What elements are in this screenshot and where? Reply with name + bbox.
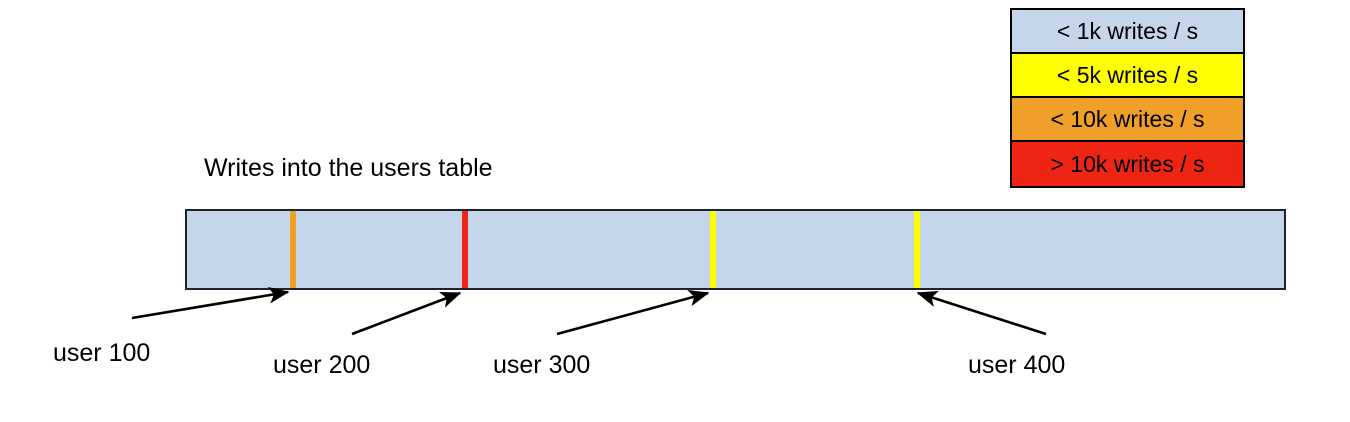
legend-row-lt-5k: < 5k writes / s xyxy=(1012,54,1243,98)
legend-label-gt-10k: > 10k writes / s xyxy=(1050,150,1205,177)
user-200-stripe xyxy=(462,211,468,288)
user-300-stripe xyxy=(710,211,716,288)
legend-label-lt-1k: < 1k writes / s xyxy=(1056,17,1199,44)
legend-label-lt-10k: < 10k writes / s xyxy=(1050,105,1205,132)
annotation-label-user-100: user 100 xyxy=(53,339,151,367)
legend-label-lt-5k: < 5k writes / s xyxy=(1056,61,1199,88)
annotation-arrow-user-400 xyxy=(916,290,1047,336)
legend-row-lt-10k: < 10k writes / s xyxy=(1012,98,1243,142)
users-table-bar xyxy=(185,209,1286,290)
annotation-label-user-300: user 300 xyxy=(493,351,591,379)
legend-row-lt-1k: < 1k writes / s xyxy=(1012,10,1243,54)
user-400-stripe xyxy=(914,211,920,288)
legend-row-gt-10k: > 10k writes / s xyxy=(1012,142,1243,186)
annotation-label-user-200: user 200 xyxy=(273,351,371,379)
annotation-arrow-user-200 xyxy=(351,291,462,336)
chart-caption: Writes into the users table xyxy=(204,154,493,182)
annotation-arrow-user-300 xyxy=(556,290,710,336)
user-100-stripe xyxy=(290,211,296,288)
annotation-label-user-400: user 400 xyxy=(968,351,1066,379)
write-rate-legend: < 1k writes / s < 5k writes / s < 10k wr… xyxy=(1010,8,1245,188)
annotation-arrow-user-100 xyxy=(131,286,290,320)
